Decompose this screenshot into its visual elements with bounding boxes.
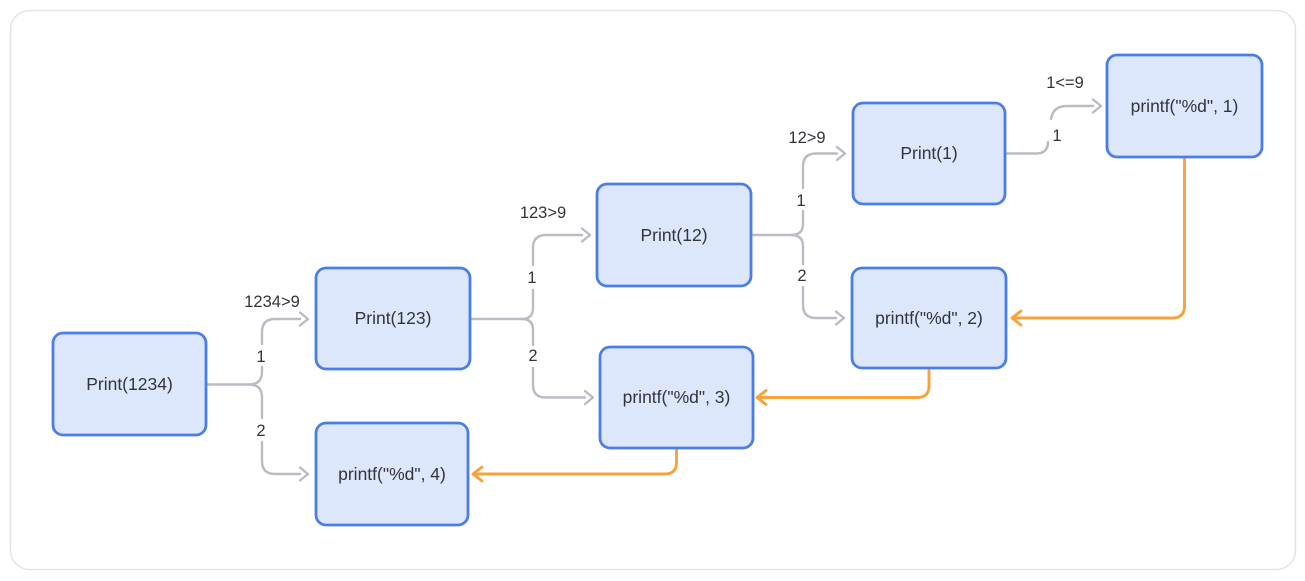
return-arrowhead-printf2: [1010, 309, 1023, 327]
node-box-printf-4: [314, 421, 470, 527]
arrowhead-to-printf-3: [583, 389, 595, 406]
step-label-12-1: 1: [796, 192, 805, 210]
condition-label-123: 123>9: [520, 204, 566, 222]
arrowhead-to-printf-2: [834, 310, 846, 326]
arrowhead-to-printf-4: [298, 466, 310, 482]
node-box-printf-2: [850, 266, 1008, 370]
step-label-12-2: 2: [797, 267, 806, 285]
edge-123-branch2-end: [531, 366, 587, 399]
node-print-1: Print(1): [851, 101, 1007, 206]
return-arrowhead-printf4: [471, 465, 484, 483]
edge-1-branch1-start: [1003, 140, 1050, 155]
step-label-1234-1: 1: [256, 348, 265, 366]
node-box-print-123: [314, 266, 472, 371]
step-label-1-1: 1: [1052, 127, 1061, 145]
node-label-printf-4: printf("%d", 4): [338, 464, 446, 484]
node-printf-2: printf("%d", 2): [850, 266, 1008, 370]
node-box-printf-3: [598, 345, 755, 450]
node-box-print-1: [851, 101, 1007, 206]
node-print-123: Print(123): [314, 266, 472, 371]
edge-123-branch2-start: [520, 317, 535, 347]
step-label-123-1: 1: [527, 269, 536, 287]
call-edges: [204, 98, 1103, 482]
edge-12-branch1-end: [801, 152, 839, 190]
condition-label-1234: 1234>9: [244, 293, 300, 311]
return-arrowhead-printf3: [755, 389, 768, 406]
return-edges: [471, 157, 1186, 483]
edge-labels: 1234>9 1 2 123>9 1 2 12>9 1 2 1<=9 1: [244, 74, 1084, 440]
step-label-123-2: 2: [528, 347, 537, 365]
node-label-print-1: Print(1): [900, 143, 957, 163]
node-box-print-12: [595, 182, 753, 288]
node-printf-1: printf("%d", 1): [1105, 53, 1264, 159]
edge-12-branch2-end: [801, 285, 838, 320]
arrowhead-to-print-1: [835, 145, 847, 162]
condition-label-1: 1<=9: [1046, 74, 1084, 92]
edge-12-branch2-start: [789, 233, 805, 266]
step-label-1234-2: 2: [256, 422, 265, 440]
edge-1234-branch2-start: [247, 383, 264, 420]
arrowhead-to-print-12: [580, 227, 592, 243]
node-print-1234: Print(1234): [51, 331, 208, 437]
node-label-print-1234: Print(1234): [86, 374, 173, 394]
node-printf-4: printf("%d", 4): [314, 421, 470, 527]
edge-1234-branch1-end: [260, 317, 302, 346]
node-label-print-123: Print(123): [355, 308, 432, 328]
node-label-printf-2: printf("%d", 2): [875, 308, 983, 328]
arrowhead-to-printf-1: [1091, 98, 1103, 114]
node-label-printf-3: printf("%d", 3): [623, 387, 731, 407]
return-edge-printf2-to-printf3: [759, 368, 931, 399]
canvas-frame: [9, 9, 1297, 571]
condition-label-12: 12>9: [788, 129, 825, 147]
return-edge-printf3-to-printf4: [475, 448, 678, 476]
node-label-printf-1: printf("%d", 1): [1131, 96, 1239, 116]
edge-123-branch1-end: [531, 233, 584, 267]
node-box-print-1234: [51, 331, 208, 437]
edge-1234-branch2-end: [260, 440, 302, 476]
return-edge-printf1-to-printf2: [1014, 157, 1186, 320]
edge-1-branch1-end: [1049, 104, 1095, 121]
node-printf-3: printf("%d", 3): [598, 345, 755, 450]
node-print-12: Print(12): [595, 182, 753, 288]
node-box-printf-1: [1105, 53, 1264, 159]
arrowhead-to-print-123: [298, 311, 310, 327]
node-label-print-12: Print(12): [640, 225, 707, 245]
